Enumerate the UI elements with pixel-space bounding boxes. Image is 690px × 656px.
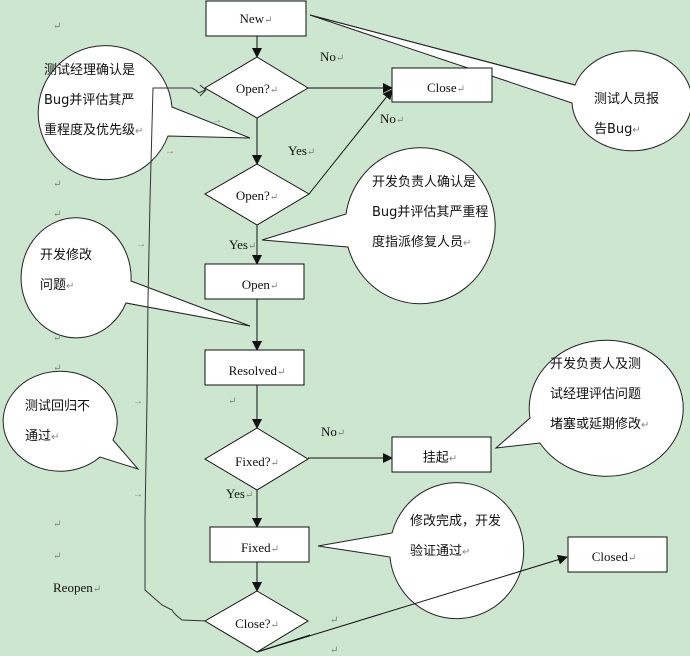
callout-tester-report	[309, 14, 690, 152]
reopen-loop-line	[144, 87, 208, 622]
callout-tester-report-text: 测试人员报 告Bug↵	[594, 92, 660, 137]
edge-label-no-open1: No↵	[320, 49, 345, 64]
node-closeq-diamond	[204, 590, 309, 653]
tab-mark: →	[136, 239, 146, 250]
node-close: Close↵	[426, 80, 466, 95]
node-new: New↵	[239, 11, 273, 26]
callout-suspend-eval	[494, 339, 684, 477]
edge-label-no-fixed: No↵	[321, 424, 346, 439]
callout-fix-done-text: 修改完成，开发 验证通过↵	[410, 514, 502, 559]
tab-mark: →	[212, 115, 222, 126]
tab-mark: →	[133, 396, 143, 407]
node-fixed: Fixed↵	[240, 540, 280, 555]
paragraph-mark: ↵	[53, 179, 62, 190]
paragraph-mark: ↵	[53, 551, 62, 562]
node-open: Open↵	[241, 277, 279, 292]
node-open2-diamond	[204, 163, 310, 226]
paragraph-mark: ↵	[228, 396, 237, 407]
edge-label-no-open2: No↵	[380, 111, 405, 126]
node-fixed-q: Fixed?↵	[235, 454, 279, 469]
node-close-q: Close?↵	[235, 616, 279, 631]
paragraph-mark: ↵	[330, 615, 339, 626]
node-open1-diamond	[204, 56, 309, 119]
node-open-box	[204, 263, 305, 300]
callout-suspend-eval-text: 开发负责人及测 试经理评估问题 堵塞或延期修改↵	[550, 357, 650, 432]
callout-test-manager-text: 测试经理确认是 Bug并评估其严 重程度及优先级↵	[44, 63, 144, 138]
node-open-q1: Open?↵	[235, 81, 279, 96]
edge-label-yes-open1: Yes↵	[288, 143, 316, 158]
edge-label-yes-open2: Yes↵	[229, 237, 257, 252]
tab-mark: →	[165, 146, 175, 157]
edge-label-yes-fixed: Yes↵	[226, 486, 254, 501]
callout-fix-done	[317, 482, 525, 620]
callout-dev-fix-text: 开发修改 问题↵	[40, 248, 93, 293]
node-close-box	[391, 67, 493, 103]
paragraph-mark: ↵	[53, 21, 62, 32]
callout-regression-fail-text: 测试回归不 通过↵	[25, 399, 91, 444]
paragraph-mark: ↵	[53, 333, 62, 344]
node-resolved-box	[204, 349, 305, 386]
paragraph-mark: ↵	[330, 645, 339, 656]
callout-test-manager	[37, 45, 251, 181]
edge-closeq-closed	[256, 554, 568, 653]
node-open-q2: Open?↵	[235, 188, 279, 203]
callout-dev-lead	[261, 147, 496, 305]
node-fixedq-diamond	[204, 427, 309, 491]
edge-open2-close	[308, 89, 393, 195]
paragraph-mark: ↵	[53, 519, 62, 530]
callout-dev-fix	[20, 217, 251, 339]
paragraph-mark: ↵	[53, 363, 62, 374]
node-new-box	[205, 0, 307, 37]
tab-mark: →	[133, 489, 143, 500]
node-suspend-box	[391, 436, 492, 473]
node-suspend: 挂起↵	[422, 450, 458, 466]
node-fixed-box	[209, 526, 310, 563]
node-closed: Closed↵	[591, 549, 637, 564]
node-resolved: Resolved↵	[228, 363, 286, 378]
node-closed-box	[567, 536, 668, 573]
edge-label-reopen: Reopen↵	[53, 580, 102, 595]
callout-regression-fail	[2, 370, 140, 472]
paragraph-mark: ↵	[53, 209, 62, 220]
callout-dev-lead-text: 开发负责人确认是 Bug并评估其严重程 度指派修复人员↵	[372, 175, 489, 250]
